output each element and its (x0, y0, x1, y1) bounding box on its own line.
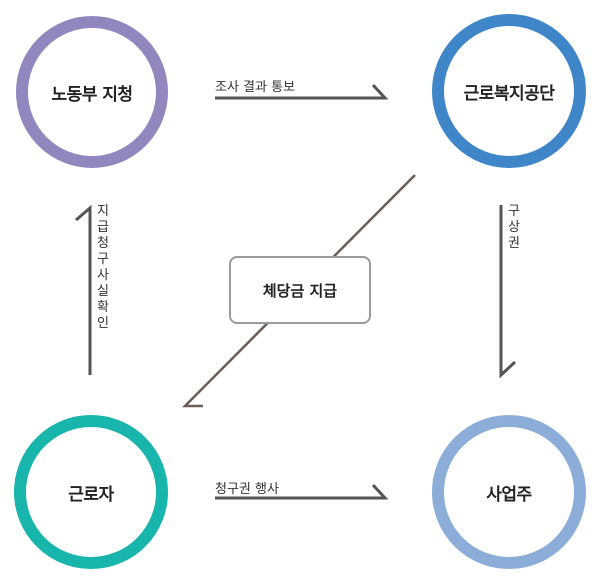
arrow-claim-check (75, 204, 92, 375)
node-welfare: 근로복지공단 (432, 14, 586, 168)
edge-label-subrogation: 구상권 (508, 204, 520, 251)
edge-label-survey-result: 조사 결과 통보 (215, 80, 296, 95)
arrow-survey-result (215, 83, 389, 100)
edge-label-claim-exercise: 청구권 행사 (215, 482, 279, 497)
arrow-subrogation (499, 205, 517, 379)
node-worker: 근로자 (14, 415, 168, 569)
edge-label-claim-check: 지급청구 사실확인 (97, 204, 109, 331)
node-worker-label: 근로자 (68, 484, 114, 505)
arrow-claim-exercise (215, 483, 389, 500)
center-box: 체당금 지급 (229, 256, 371, 324)
node-employer: 사업주 (432, 415, 586, 569)
node-ministry: 노동부 지청 (16, 16, 168, 168)
node-ministry-label: 노동부 지청 (51, 84, 133, 105)
node-employer-label: 사업주 (486, 484, 532, 505)
node-welfare-label: 근로복지공단 (463, 83, 555, 104)
center-box-label: 체당금 지급 (262, 281, 338, 300)
arrow-diagonal (181, 174, 416, 408)
